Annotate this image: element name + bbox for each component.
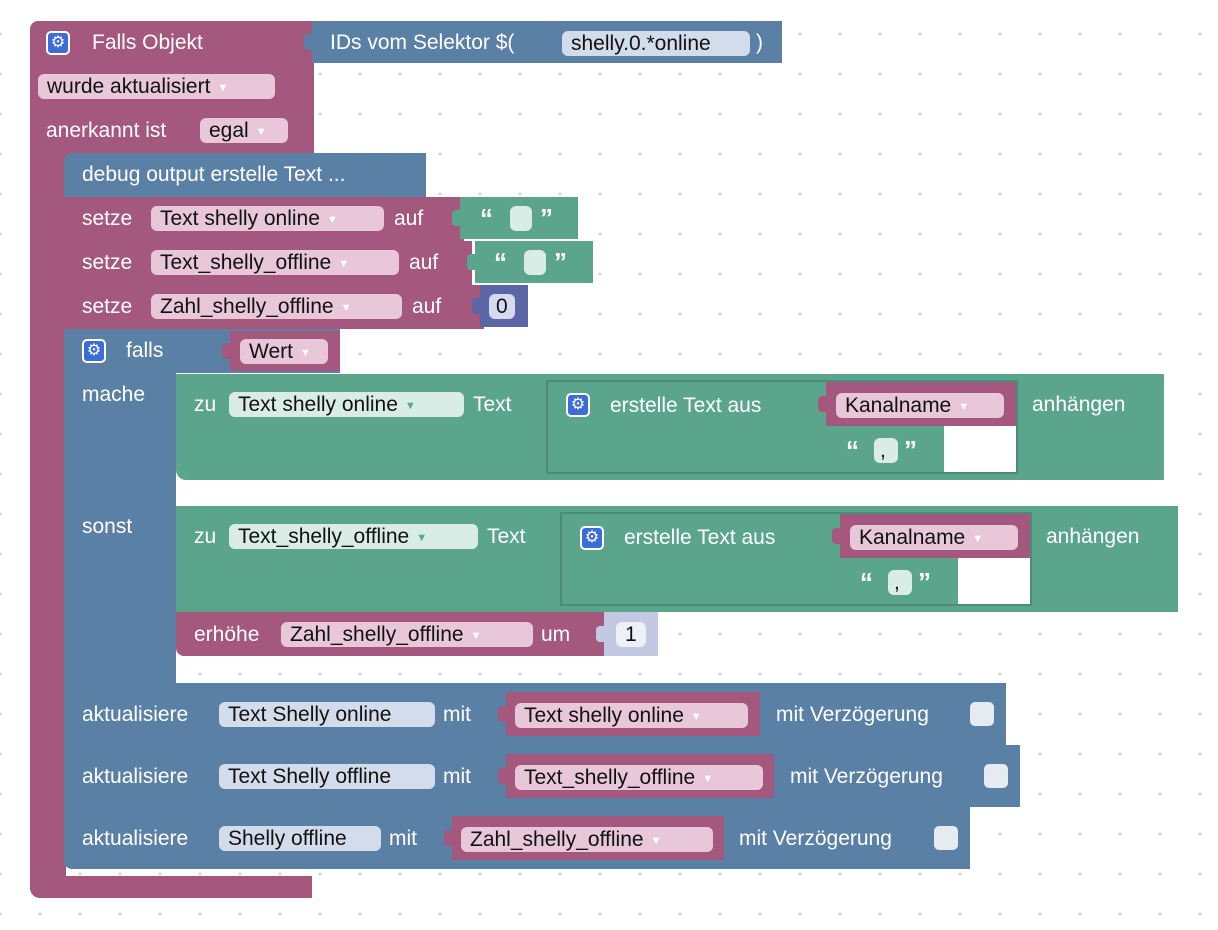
event-dropdown[interactable]: wurde aktualisiert▼ — [38, 74, 275, 99]
dropdown-arrow-icon: ▼ — [217, 82, 229, 94]
dropdown-arrow-icon: ▼ — [702, 773, 714, 785]
trigger-block-bottom — [30, 876, 312, 898]
update-target-text-online[interactable]: Text Shelly online — [219, 702, 435, 727]
debug-label: debug output erstelle Text ... — [82, 163, 346, 186]
ack-dropdown[interactable]: egal▼ — [200, 118, 288, 143]
dropdown-arrow-icon: ▼ — [416, 532, 428, 544]
dropdown-arrow-icon: ▼ — [650, 835, 662, 847]
ack-label: anerkannt ist — [46, 119, 167, 142]
selector-close: ) — [756, 31, 763, 54]
number-field-zero[interactable]: 0 — [489, 294, 515, 319]
empty-text-field-1[interactable] — [510, 206, 532, 231]
dropdown-arrow-icon: ▼ — [958, 401, 970, 413]
number-field-one[interactable]: 1 — [616, 622, 646, 647]
channel-name-dropdown-online[interactable]: Kanalname▼ — [836, 393, 1004, 418]
update-var-dropdown-1[interactable]: Text shelly online▼ — [515, 703, 748, 728]
selector-input[interactable]: shelly.0.*online — [562, 31, 750, 56]
dropdown-arrow-icon: ▼ — [326, 214, 338, 226]
dropdown-arrow-icon: ▼ — [255, 126, 267, 138]
condition-dropdown[interactable]: Wert▼ — [240, 339, 328, 364]
delay-checkbox-1[interactable] — [970, 702, 994, 726]
dropdown-arrow-icon: ▼ — [972, 533, 984, 545]
dropdown-arrow-icon: ▼ — [470, 630, 482, 642]
if-block-arm — [64, 373, 176, 683]
update-target-text-offline[interactable]: Text Shelly offline — [219, 764, 435, 789]
selector-label: IDs vom Selektor $( — [330, 31, 515, 54]
trigger-block-arm — [30, 150, 66, 880]
channel-name-dropdown-offline[interactable]: Kanalname▼ — [850, 525, 1018, 550]
dropdown-arrow-icon: ▼ — [338, 258, 350, 270]
append-offline-var-dropdown[interactable]: Text_shelly_offline▼ — [229, 524, 478, 549]
gear-icon[interactable]: ⚙ — [566, 393, 590, 417]
dropdown-arrow-icon: ▼ — [404, 400, 416, 412]
gear-icon[interactable]: ⚙ — [46, 31, 70, 55]
append-online-var-dropdown[interactable]: Text shelly online▼ — [229, 392, 464, 417]
increment-var-dropdown[interactable]: Zahl_shelly_offline▼ — [281, 622, 533, 647]
dropdown-arrow-icon: ▼ — [299, 347, 311, 359]
delay-checkbox-2[interactable] — [984, 764, 1008, 788]
gear-icon[interactable]: ⚙ — [580, 526, 604, 550]
update-target-number-offline[interactable]: Shelly offline — [219, 826, 381, 851]
comma-field-offline[interactable]: , — [888, 570, 912, 595]
empty-slot-online — [944, 426, 1016, 472]
empty-text-field-2[interactable] — [524, 250, 546, 275]
dropdown-arrow-icon: ▼ — [690, 711, 702, 723]
debug-block[interactable] — [64, 153, 426, 197]
trigger-title: Falls Objekt — [92, 31, 203, 54]
update-var-dropdown-2[interactable]: Text_shelly_offline▼ — [515, 765, 763, 790]
dropdown-arrow-icon: ▼ — [340, 302, 352, 314]
comma-field-online[interactable]: , — [874, 438, 898, 463]
selector-connector — [304, 34, 312, 50]
update-var-dropdown-3[interactable]: Zahl_shelly_offline▼ — [461, 827, 713, 852]
var-dropdown-text-offline[interactable]: Text_shelly_offline▼ — [151, 250, 399, 275]
delay-checkbox-3[interactable] — [934, 826, 958, 850]
gear-icon[interactable]: ⚙ — [82, 339, 106, 363]
empty-slot-offline — [958, 558, 1030, 604]
var-dropdown-number-offline[interactable]: Zahl_shelly_offline▼ — [151, 294, 402, 319]
var-dropdown-text-online[interactable]: Text shelly online▼ — [151, 206, 384, 231]
